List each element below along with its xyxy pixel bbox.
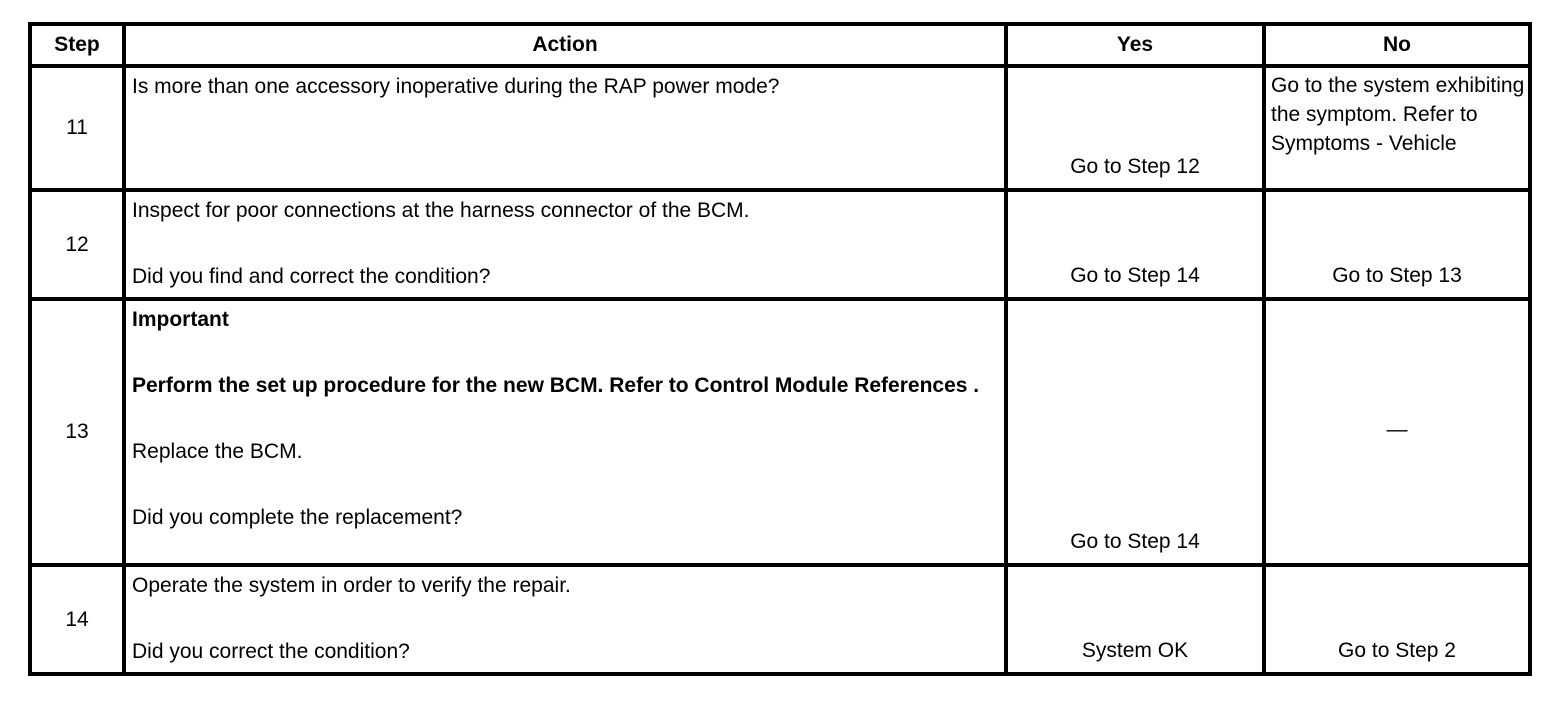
table-header: Step Action Yes No	[28, 22, 1532, 68]
step-number: 12	[28, 188, 126, 301]
action-question: Is more than one accessory inoperative d…	[132, 75, 780, 98]
col-header-no: No	[1262, 22, 1532, 68]
no-cell: Go to Step 2	[1262, 563, 1532, 676]
step-number: 13	[28, 297, 126, 567]
action-instruction: Replace the BCM.	[132, 440, 303, 463]
step-number: 11	[28, 64, 126, 192]
action-instruction: Operate the system in order to verify th…	[132, 574, 571, 597]
col-header-step: Step	[28, 22, 126, 68]
diagnostic-table: Step Action Yes No 11 Is more than one a…	[28, 22, 1532, 676]
table-row-step-13: 13 Important Perform the set up procedur…	[28, 297, 1532, 567]
no-cell: Go to Step 13	[1262, 188, 1532, 301]
action-cell: Is more than one accessory inoperative d…	[122, 64, 1008, 192]
table-row-step-11: 11 Is more than one accessory inoperativ…	[28, 64, 1532, 192]
important-label: Important	[132, 308, 229, 331]
blank-line	[132, 227, 998, 260]
action-question: Did you complete the replacement?	[132, 506, 463, 529]
action-instruction: Inspect for poor connections at the harn…	[132, 199, 750, 222]
yes-cell: Go to Step 14	[1004, 188, 1266, 301]
step-number: 14	[28, 563, 126, 676]
action-question: Did you find and correct the condition?	[132, 265, 491, 288]
no-cell: Go to the system exhibiting the symptom.…	[1262, 64, 1532, 192]
blank-line	[132, 336, 998, 369]
action-question: Did you correct the condition?	[132, 640, 410, 663]
yes-cell: Go to Step 14	[1004, 297, 1266, 567]
action-cell: Important Perform the set up procedure f…	[122, 297, 1008, 567]
header-row: Step Action Yes No	[28, 22, 1532, 68]
yes-cell: System OK	[1004, 563, 1266, 676]
table-row-step-14: 14 Operate the system in order to verify…	[28, 563, 1532, 676]
col-header-action: Action	[122, 22, 1008, 68]
blank-line	[132, 402, 998, 435]
col-header-yes: Yes	[1004, 22, 1266, 68]
yes-cell: Go to Step 12	[1004, 64, 1266, 192]
important-text: Perform the set up procedure for the new…	[132, 374, 980, 397]
table-row-step-12: 12 Inspect for poor connections at the h…	[28, 188, 1532, 301]
no-cell: —	[1262, 297, 1532, 567]
action-cell: Operate the system in order to verify th…	[122, 563, 1008, 676]
blank-line	[132, 602, 998, 635]
blank-line	[132, 468, 998, 501]
action-cell: Inspect for poor connections at the harn…	[122, 188, 1008, 301]
